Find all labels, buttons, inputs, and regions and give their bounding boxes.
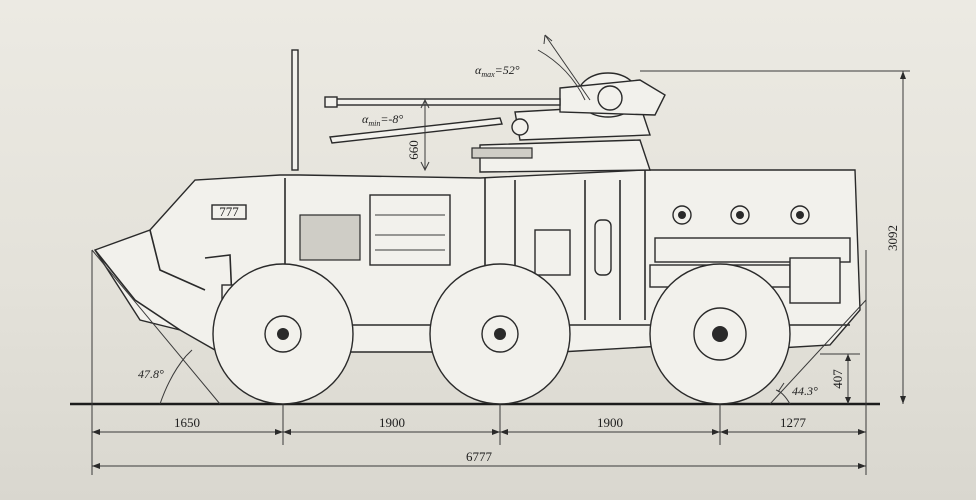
departure-angle: 44.3° [769, 299, 867, 405]
gun-height-dim: 660 [406, 140, 421, 160]
engine-assembly [369, 194, 451, 266]
elevation-max-label: αmax=52° [475, 63, 520, 79]
departure-angle-value: 44.3° [792, 384, 818, 398]
cannon-barrel [329, 98, 561, 106]
rear-overhang-dim: 1277 [780, 415, 807, 430]
overall-length-dim: 6777 [466, 449, 493, 464]
elevation-indicators: αmax=52° αmin=-8° 660 [362, 34, 591, 172]
vertical-dimensions: 3092 407 [830, 71, 906, 404]
horizontal-dimensions: 1650 1900 1900 1277 6777 [92, 415, 866, 469]
seat-back [534, 229, 571, 276]
wheels [212, 263, 791, 405]
commander-hatch [511, 118, 529, 136]
antenna [291, 49, 299, 171]
wheelbase-2-dim: 1900 [597, 415, 623, 430]
ground-clearance-dim: 407 [830, 369, 845, 389]
hull-number: 777 [219, 204, 239, 219]
approach-angle: 47.8° [91, 249, 221, 405]
gas-cylinder [594, 219, 612, 276]
wheelbase-1-dim: 1900 [379, 415, 405, 430]
rear-door [789, 257, 841, 304]
depressed-barrel [329, 117, 503, 144]
engine-block [299, 214, 361, 261]
elevation-min-label: αmin=-8° [362, 112, 403, 128]
front-overhang-dim: 1650 [174, 415, 200, 430]
hull-number-plate [211, 204, 247, 220]
height-dim: 3092 [885, 225, 900, 251]
approach-angle-value: 47.8° [138, 367, 164, 381]
muzzle [324, 96, 338, 108]
main-gun [324, 96, 561, 144]
turret [471, 72, 666, 173]
smoke-launchers [471, 147, 533, 159]
